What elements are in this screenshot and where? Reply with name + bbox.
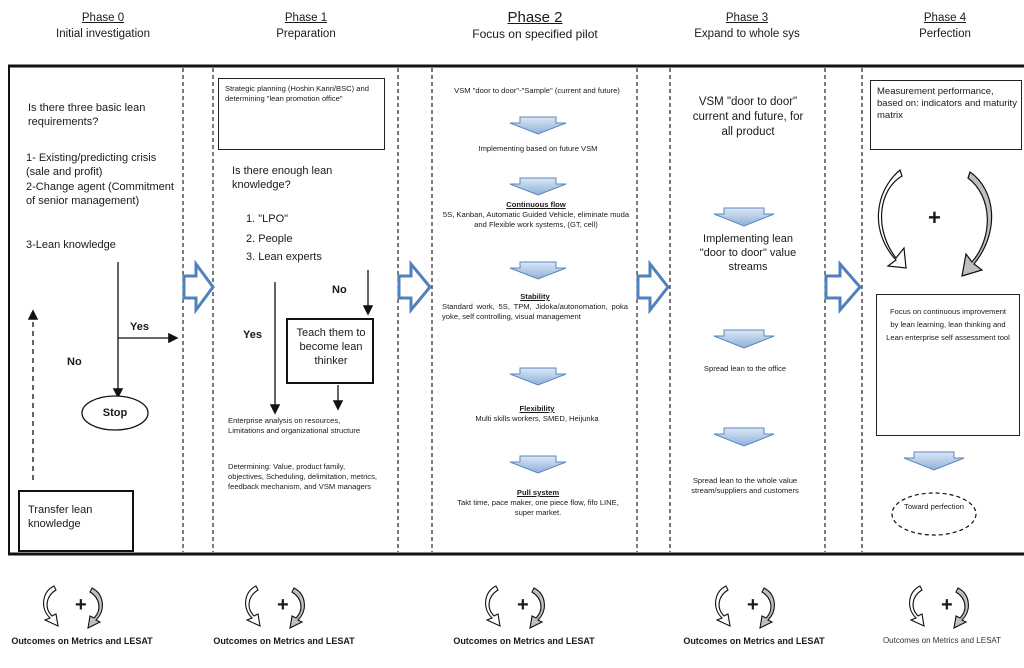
phase-4-title: Perfection [919,28,971,40]
p2-pull-block: Pull system Takt time, pace maker, one p… [450,488,626,518]
phase-3-number: Phase 3 [725,12,769,24]
p3-spread-whole-text: Spread lean to the whole value stream/su… [691,476,799,495]
p3-chevron-1 [713,207,775,227]
p4-chevron [903,451,965,471]
outcome-plus-3: + [747,594,759,616]
outcome-plus-1: + [277,594,289,616]
p2-pull-title: Pull system [516,488,560,497]
p2-vsm-text: VSM "door to door"-"Sample" (current and… [454,86,620,95]
p2-chevron-4 [509,367,567,386]
outcome-label-2: Outcomes on Metrics and LESAT [453,636,595,646]
phase-4-number: Phase 4 [923,12,967,24]
p1-teach-text: Teach them to become lean thinker [296,327,366,367]
phase-1-number: Phase 1 [284,12,328,24]
p1-yes-label: Yes [243,329,262,341]
p0-no-label: No [67,356,82,368]
phase-0-title: Initial investigation [56,28,150,40]
phase-2-title: Focus on specified pilot [472,27,598,41]
p0-requirement-2: 2-Change agent (Commitment of senior man… [26,181,174,207]
cycle-icon-2 [485,585,545,629]
phase-0-number: Phase 0 [81,12,125,24]
p1-determining-text: Determining: Value, product family, obje… [228,462,377,491]
p4-focus-text: Focus on continuous improvement by lean … [886,307,1010,342]
cycle-icon-0 [43,585,103,629]
p2-stability-title: Stability [520,292,550,301]
p2-stability-block: Stability Standard work, 5S, TPM, Jidoka… [442,292,628,322]
phase-arrow-2-3 [636,259,670,315]
p0-yes-label: Yes [130,321,149,333]
outcome-label-1: Outcomes on Metrics and LESAT [213,636,355,646]
stop-ellipse [81,395,149,431]
phase-2-number: Phase 2 [507,9,563,26]
p2-flexibility-block: Flexibility Multi skills workers, SMED, … [462,404,612,424]
cycle-icon-1 [245,585,305,629]
p1-teach-box: Teach them to become lean thinker [286,318,374,384]
phase-3-header: Phase 3 Expand to whole sys [662,10,832,42]
phase-arrows [182,259,862,315]
p2-continuous-block: Continuous flow 5S, Kanban, Automatic Gu… [440,200,632,230]
p3-spread-office-text: Spread lean to the office [703,364,787,373]
toward-perfection-ellipse [891,492,977,536]
p4-cycle-icon [877,168,993,277]
p4-focus-box: Focus on continuous improvement by lean … [876,294,1020,436]
p2-chevron-1 [509,116,567,135]
phase-arrow-0-1 [182,259,215,315]
outcome-label-4: Outcomes on Metrics and LESAT [882,636,1002,645]
column-separators [182,68,863,552]
p1-item-2: 2. People [246,233,293,245]
p1-strategic-text: Strategic planning (Hoshin Kanri/BSC) an… [225,84,369,103]
p3-chevrons [713,207,775,447]
p2-continuous-title: Continuous flow [506,200,566,209]
cycle-icon-4 [909,585,969,629]
p1-item-3: 3. Lean experts [246,251,322,263]
phase-2-header: Phase 2 Focus on specified pilot [440,10,630,42]
p4-measurement-box: Measurement performance, based on: indic… [870,80,1022,150]
outcome-plus-2: + [517,594,529,616]
p0-requirement-3: 3-Lean knowledge [26,239,116,251]
phase-1-header: Phase 1 Preparation [226,10,386,42]
cycle-icon-3 [715,585,775,629]
p3-chevron-3 [713,427,775,447]
phase-arrow-1-2 [397,259,432,315]
p2-implementing-text: Implementing based on future VSM [478,144,598,153]
outcome-plus-0: + [75,594,87,616]
phase-0-header: Phase 0 Initial investigation [28,10,178,42]
phase-1-title: Preparation [276,28,336,40]
outcome-cycles [43,585,969,629]
p4-plus-sign: + [928,205,941,230]
p2-pull-text: Takt time, pace maker, one piece flow, f… [457,498,619,517]
p0-question: Is there three basic lean requirements? [28,102,146,128]
p3-chevron-2 [713,329,775,349]
p3-vsm-text: VSM "door to door" current and future, f… [692,96,804,138]
p4-measurement-text: Measurement performance, based on: indic… [877,86,1017,121]
outcome-label-0: Outcomes on Metrics and LESAT [11,636,153,646]
p2-continuous-text: 5S, Kanban, Automatic Guided Vehicle, el… [442,210,630,229]
p2-chevron-2 [509,177,567,196]
p2-flexibility-title: Flexibility [519,404,555,413]
p1-no-label: No [332,284,347,296]
p4-toward-text: Toward perfection [904,502,964,511]
p0-transfer-text: Transfer lean knowledge [28,504,93,530]
p1-enterprise-text: Enterprise analysis on resources, Limita… [228,416,361,435]
phase-4-header: Phase 4 Perfection [870,10,1020,42]
p3-implementing-text: Implementing lean "door to door" value s… [699,233,797,273]
outcome-label-3: Outcomes on Metrics and LESAT [683,636,825,646]
p0-transfer-box: Transfer lean knowledge [18,490,134,552]
p1-item-1: 1. "LPO" [246,213,289,225]
p2-chevron-3 [509,261,567,280]
p2-flexibility-text: Multi skills workers, SMED, Heijunka [475,414,599,423]
phase-arrow-3-4 [824,259,862,315]
p2-stability-text: Standard work, 5S, TPM, Jidoka/autonomat… [442,302,628,321]
outcome-plus-4: + [941,594,953,616]
p2-chevron-5 [509,455,567,474]
p1-question: Is there enough lean knowledge? [232,165,333,191]
stop-label: Stop [102,407,128,419]
phase-3-title: Expand to whole sys [694,28,800,40]
p0-requirement-1: 1- Existing/predicting crisis (sale and … [26,152,157,178]
p2-chevrons [509,116,567,474]
p1-strategic-box: Strategic planning (Hoshin Kanri/BSC) an… [218,78,385,150]
